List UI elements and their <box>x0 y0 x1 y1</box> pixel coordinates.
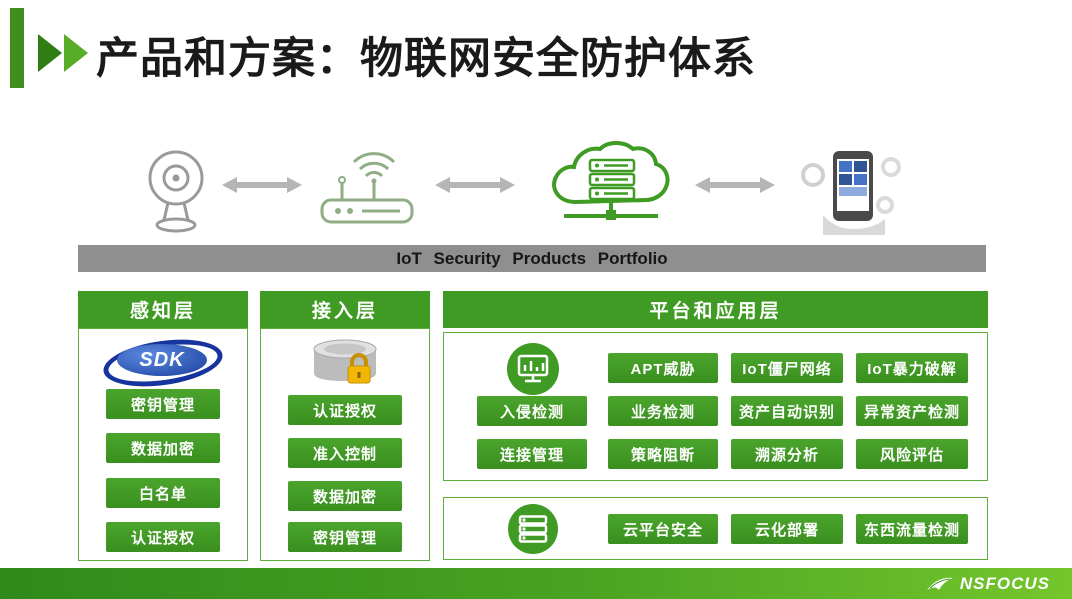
btn-cloud-platform-security: 云平台安全 <box>608 514 718 544</box>
btn-data-encryption: 数据加密 <box>106 433 220 463</box>
btn-asset-auto-identification: 资产自动识别 <box>731 396 843 426</box>
btn-data-encryption: 数据加密 <box>288 481 402 511</box>
sdk-logo-text: SDK <box>117 344 207 376</box>
platform-detection-panel: APT威胁 IoT僵尸网络 IoT暴力破解 入侵检测 业务检测 资产自动识别 异… <box>443 332 988 481</box>
btn-risk-assessment: 风险评估 <box>856 439 968 469</box>
platform-cloud-panel: 云平台安全 云化部署 东西流量检测 <box>443 497 988 560</box>
btn-whitelist: 白名单 <box>106 478 220 508</box>
btn-cloud-deployment: 云化部署 <box>731 514 843 544</box>
webcam-icon <box>140 148 212 236</box>
double-chevron-icon <box>38 34 88 72</box>
monitor-chart-icon <box>507 343 559 395</box>
double-arrow-icon <box>695 175 775 195</box>
btn-access-control: 准入控制 <box>288 438 402 468</box>
storage-lock-icon <box>306 333 384 393</box>
btn-east-west-traffic-detection: 东西流量检测 <box>856 514 968 544</box>
cloud-servers-icon <box>540 136 680 232</box>
platform-layer-header: 平台和应用层 <box>443 291 988 328</box>
double-arrow-icon <box>435 175 515 195</box>
btn-authentication: 认证授权 <box>288 395 402 425</box>
nsfocus-logo: NSFOCUS <box>926 572 1050 595</box>
perception-layer-panel: SDK 密钥管理 数据加密 白名单 认证授权 <box>78 328 248 561</box>
btn-key-management: 密钥管理 <box>106 389 220 419</box>
products-portfolio-banner: IoT Security Products Portfolio <box>78 245 986 272</box>
btn-traceability-analysis: 溯源分析 <box>731 439 843 469</box>
btn-apt-threat: APT威胁 <box>608 353 718 383</box>
btn-iot-botnet: IoT僵尸网络 <box>731 353 843 383</box>
btn-abnormal-asset-detection: 异常资产检测 <box>856 396 968 426</box>
btn-iot-bruteforce: IoT暴力破解 <box>856 353 968 383</box>
access-layer-header: 接入层 <box>260 291 430 328</box>
mobile-apps-icon <box>795 145 905 235</box>
wifi-router-icon <box>312 142 422 228</box>
nsfocus-leaf-icon <box>926 577 953 590</box>
chevron-right-icon <box>64 34 88 72</box>
access-layer-panel: 认证授权 准入控制 数据加密 密钥管理 <box>260 328 430 561</box>
btn-intrusion-detection: 入侵检测 <box>477 396 587 426</box>
page-title: 产品和方案：物联网安全防护体系 <box>96 35 756 83</box>
chevron-right-icon <box>38 34 62 72</box>
footer-bar: NSFOCUS <box>0 568 1072 599</box>
nsfocus-logo-text: NSFOCUS <box>959 573 1050 593</box>
btn-authentication: 认证授权 <box>106 522 220 552</box>
perception-layer-header: 感知层 <box>78 291 248 328</box>
sdk-logo: SDK <box>100 332 226 394</box>
double-arrow-icon <box>222 175 302 195</box>
server-list-icon <box>508 504 558 554</box>
btn-key-management: 密钥管理 <box>288 522 402 552</box>
btn-policy-blocking: 策略阻断 <box>608 439 718 469</box>
title-accent-bar <box>10 8 24 88</box>
btn-connection-management: 连接管理 <box>477 439 587 469</box>
btn-business-detection: 业务检测 <box>608 396 718 426</box>
